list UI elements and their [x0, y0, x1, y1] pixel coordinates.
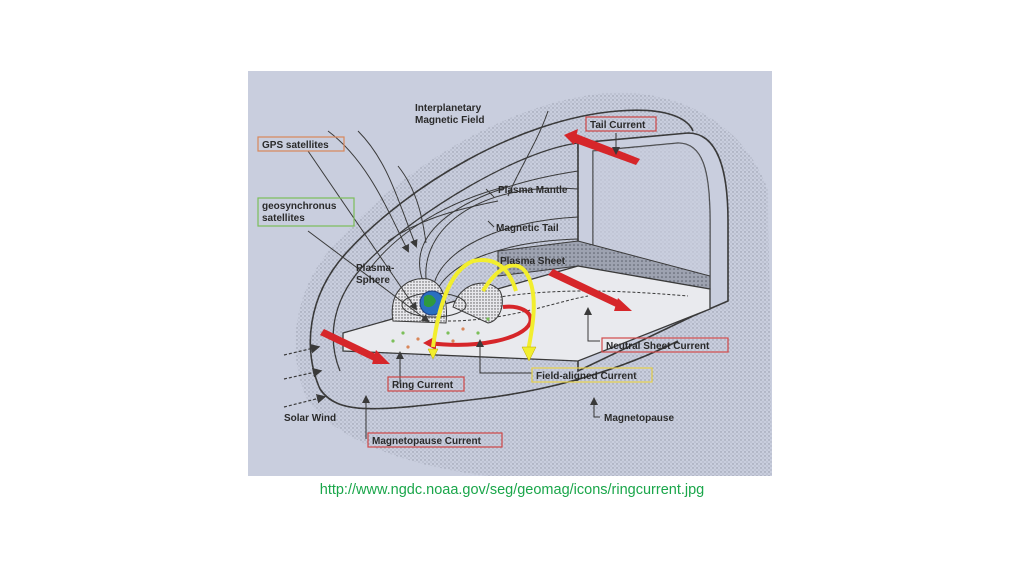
imf-label-line1: Interplanetary [415, 103, 482, 114]
plasma-mantle-label: Plasma Mantle [498, 185, 568, 196]
ring-current-label: Ring Current [392, 380, 454, 391]
tail-current-arrowhead [564, 129, 578, 145]
tail-current-arrow [570, 133, 640, 165]
ring-current-particles [391, 317, 490, 349]
gps-satellites-box [257, 136, 345, 152]
fac-arrowhead-2 [521, 346, 537, 362]
field-aligned-current-label: Field-aligned Current [536, 371, 637, 382]
magnetopause-label: Magnetopause [604, 413, 674, 424]
plasmasphere-label-line2: Sphere [356, 275, 390, 286]
magnetic-field-lines [367, 170, 689, 322]
magnetopause-current-arrowhead [372, 350, 390, 364]
imf-label-line2: Magnetic Field [415, 115, 484, 126]
magnetopause-current-label: Magnetopause Current [372, 436, 482, 447]
ring-current-box [387, 376, 465, 392]
neutral-sheet-current-label: Neutral Sheet Current [606, 341, 710, 352]
imf-lines [327, 110, 549, 253]
geosynchronous-label-line2: satellites [262, 213, 305, 224]
field-aligned-current-arrows [431, 258, 536, 352]
magnetopause-current-box [367, 432, 503, 448]
solar-wind-label: Solar Wind [284, 413, 336, 424]
ring-current-arc [427, 304, 533, 347]
leader-lines [307, 133, 620, 439]
magnetopause-boundary [309, 109, 694, 390]
gps-satellites-label: GPS satellites [262, 140, 329, 151]
plasmasphere-right [452, 282, 503, 324]
magnetic-tail-label: Magnetic Tail [496, 223, 559, 234]
magnetopause-current-arrow [320, 329, 378, 361]
tail-current-box [585, 116, 657, 132]
tail-current-label: Tail Current [590, 120, 646, 131]
neutral-sheet-current-arrow [548, 269, 620, 307]
neutral-sheet-current-arrowhead [614, 298, 632, 311]
source-url-caption[interactable]: http://www.ngdc.noaa.gov/seg/geomag/icon… [319, 482, 705, 498]
magnetopause-lower-boundary [319, 340, 679, 410]
geosynchronous-label-line1: geosynchronus [262, 201, 337, 212]
earth-land [424, 294, 436, 308]
plasmasphere-label-line1: Plasma- [356, 263, 394, 274]
magnetosphere-diagram: Interplanetary Magnetic Field Tail Curre… [248, 71, 772, 476]
solar-wind-arrows [283, 343, 327, 408]
inner-magnetosheath-boundary [332, 142, 579, 372]
neutral-sheet-current-box [601, 337, 729, 353]
plasma-sheet-label: Plasma Sheet [500, 256, 566, 267]
field-aligned-current-box [531, 367, 653, 383]
fac-arrowhead-1 [427, 348, 439, 360]
geosynchronous-box [257, 197, 355, 227]
